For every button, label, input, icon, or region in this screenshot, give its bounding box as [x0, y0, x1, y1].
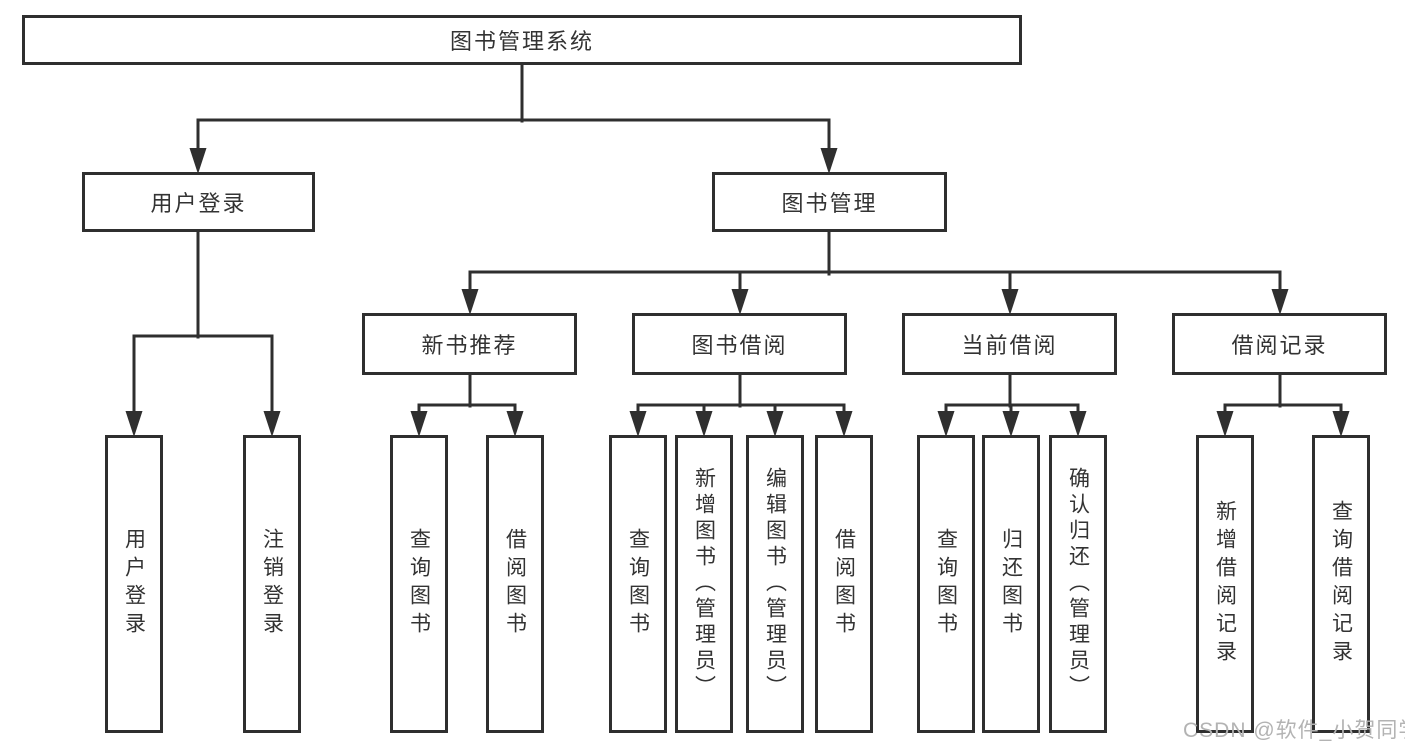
node-label: 图书管理系统 — [449, 29, 594, 54]
leaf-borrow-books-recommend: 借阅图书 — [486, 435, 544, 733]
leaf-add-books-admin: 新增图书（管理员） — [675, 435, 733, 733]
node-book-borrow: 图书借阅 — [632, 313, 847, 375]
node-new-book-recommend: 新书推荐 — [362, 313, 577, 375]
node-label: 新书推荐 — [421, 333, 518, 358]
node-label: 图书管理 — [781, 191, 878, 216]
node-borrow-records: 借阅记录 — [1172, 313, 1387, 375]
leaf-query-books-recommend: 查询图书 — [390, 435, 448, 733]
leaf-borrow-books: 借阅图书 — [815, 435, 873, 733]
leaf-label: 编辑图书（管理员） — [763, 467, 787, 701]
leaf-logout: 注销登录 — [243, 435, 301, 733]
node-label: 图书借阅 — [691, 333, 788, 358]
node-library-management-system: 图书管理系统 — [22, 15, 1022, 65]
node-label: 借阅记录 — [1231, 333, 1328, 358]
leaf-query-borrow-record: 查询借阅记录 — [1312, 435, 1370, 733]
csdn-watermark: CSDN @软件_小贺同学 — [1183, 719, 1405, 742]
leaf-label: 新增图书（管理员） — [692, 467, 716, 701]
leaf-label: 查询借阅记录 — [1329, 500, 1353, 668]
leaf-return-books: 归还图书 — [982, 435, 1040, 733]
node-label: 用户登录 — [150, 191, 247, 216]
leaf-label: 查询图书 — [626, 528, 650, 640]
node-current-borrow: 当前借阅 — [902, 313, 1117, 375]
node-label: 当前借阅 — [961, 333, 1058, 358]
leaf-label: 查询图书 — [407, 528, 431, 640]
leaf-confirm-return-admin: 确认归还（管理员） — [1049, 435, 1107, 733]
leaf-label: 新增借阅记录 — [1213, 500, 1237, 668]
leaf-label: 用户登录 — [122, 528, 146, 640]
leaf-label: 注销登录 — [260, 528, 284, 640]
leaf-label: 借阅图书 — [832, 528, 856, 640]
leaf-user-login: 用户登录 — [105, 435, 163, 733]
leaf-label: 归还图书 — [999, 528, 1023, 640]
node-book-management: 图书管理 — [712, 172, 947, 232]
leaf-label: 查询图书 — [934, 528, 958, 640]
node-user-login: 用户登录 — [82, 172, 315, 232]
leaf-add-borrow-record: 新增借阅记录 — [1196, 435, 1254, 733]
leaf-edit-books-admin: 编辑图书（管理员） — [746, 435, 804, 733]
leaf-label: 确认归还（管理员） — [1066, 467, 1090, 701]
leaf-label: 借阅图书 — [503, 528, 527, 640]
leaf-query-books-current: 查询图书 — [917, 435, 975, 733]
leaf-query-books-borrow: 查询图书 — [609, 435, 667, 733]
